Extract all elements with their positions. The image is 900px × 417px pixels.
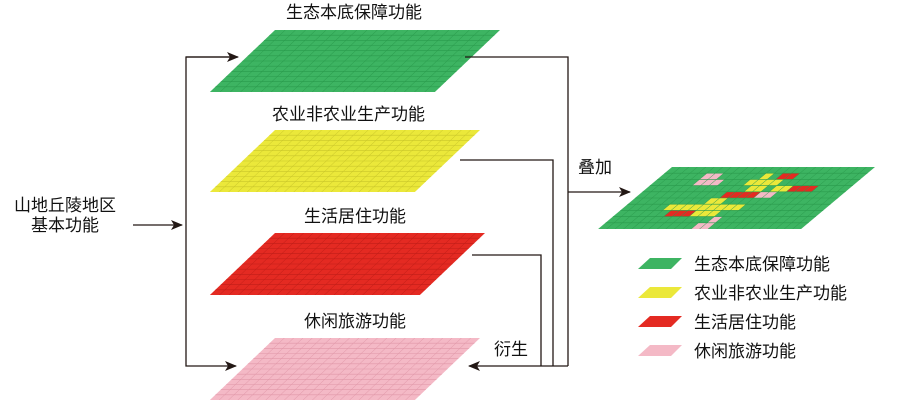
overlay-label: 叠加: [578, 158, 612, 178]
composite-map: [598, 167, 875, 229]
split-line: [185, 56, 237, 371]
layer-leisure: [209, 338, 480, 400]
legend-label-living: 生活居住功能: [694, 313, 796, 333]
green-derive-line: [465, 56, 569, 366]
layer-production: [209, 130, 480, 192]
layer-title-production: 农业非农业生产功能: [272, 105, 425, 125]
legend-label-ecology: 生态本底保障功能: [694, 255, 830, 275]
legend-swatch-leisure: [638, 345, 682, 356]
legend-swatch-production: [638, 287, 682, 298]
legend-label-leisure: 休闲旅游功能: [694, 342, 796, 362]
layer-title-living: 生活居住功能: [304, 207, 406, 227]
source-line1: 山地丘陵地区: [14, 196, 116, 216]
yellow-derive-line: [460, 159, 554, 366]
derive-label: 衍生: [494, 340, 528, 360]
source-label: 山地丘陵地区 基本功能: [0, 196, 130, 236]
layer-living: [209, 233, 485, 295]
layer-ecology: [209, 30, 500, 92]
legend-swatch-ecology: [638, 258, 682, 269]
layer-title-ecology: 生态本底保障功能: [286, 3, 422, 23]
composite-grid: [598, 167, 875, 229]
legend-label-production: 农业非农业生产功能: [694, 284, 847, 304]
legend-swatch-living: [638, 316, 682, 327]
source-line2: 基本功能: [31, 216, 99, 236]
layer-title-leisure: 休闲旅游功能: [304, 312, 406, 332]
red-derive-line: [472, 254, 542, 366]
